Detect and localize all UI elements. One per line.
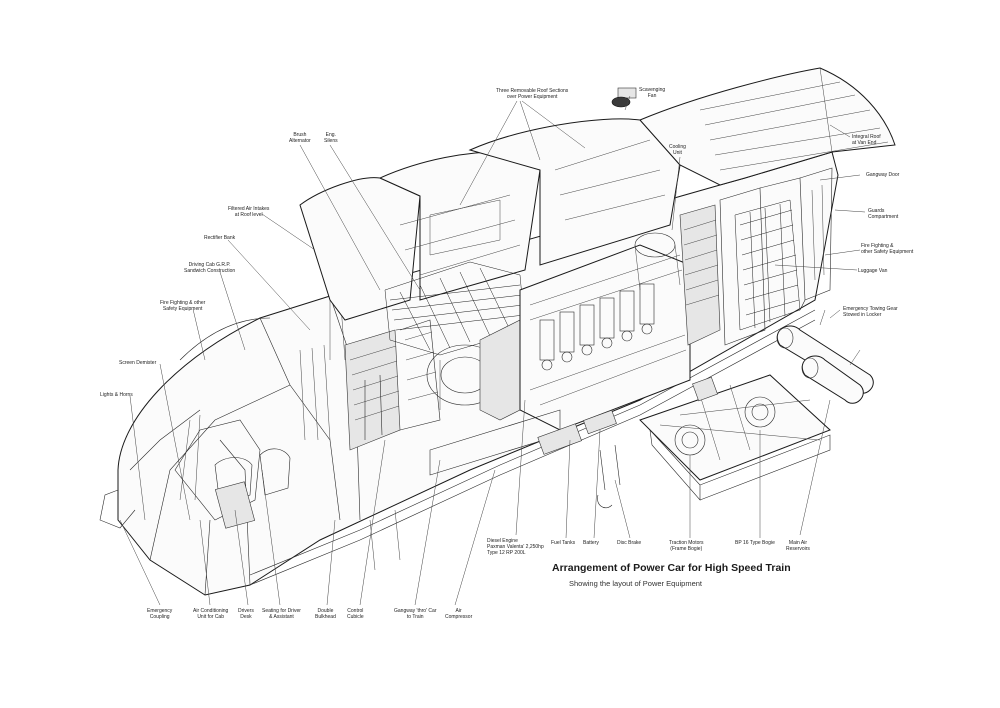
diagram-subtitle: Showing the layout of Power Equipment bbox=[569, 579, 702, 588]
label-eng-silencers: Eng. Silens bbox=[324, 132, 338, 144]
diesel-engine bbox=[519, 232, 691, 431]
label-bp16-bogie: BP 16 Type Bogie bbox=[735, 540, 775, 546]
control-cubicle bbox=[344, 319, 441, 451]
label-seating: Seating for Driver & Assistant bbox=[262, 608, 301, 620]
label-lights-horns: Lights & Horns bbox=[100, 392, 133, 398]
label-cooling-unit: Cooling Unit bbox=[669, 144, 686, 156]
label-air-compressor: Air Compressor bbox=[445, 608, 473, 620]
label-fire-fighting-right: Fire Fighting & other Safety Equipment bbox=[861, 243, 914, 255]
underframe-equipment bbox=[369, 409, 621, 571]
label-drivers-desk: Drivers Desk bbox=[238, 608, 254, 620]
luggage-van bbox=[719, 167, 833, 346]
label-gangway-door: Gangway Door bbox=[866, 172, 900, 178]
bp16-bogie bbox=[639, 374, 831, 501]
label-integral-roof: Integral Roof at Van End bbox=[852, 134, 881, 146]
label-luggage-van: Luggage Van bbox=[858, 268, 888, 274]
label-fire-fighting-left: Fire Fighting & other Safety Equipment bbox=[160, 300, 206, 312]
label-control-cubicle: Control Cubicle bbox=[347, 608, 364, 620]
main-air-reservoirs bbox=[776, 309, 874, 404]
label-double-bulkhead: Double Bulkhead bbox=[315, 608, 336, 620]
label-battery: Battery bbox=[583, 540, 599, 546]
integral-roof-van-end bbox=[611, 67, 896, 186]
label-filtered-air: Filtered Air Intakes at Roof level bbox=[228, 206, 270, 218]
label-towing-gear: Emergency Towing Gear Stowed in Locker bbox=[843, 306, 898, 318]
label-gangway-car: Gangway 'thro' Car to Train bbox=[394, 608, 437, 620]
label-emergency-coupling: Emergency Coupling bbox=[147, 608, 173, 620]
label-screen-demister: Screen Demister bbox=[119, 360, 157, 366]
label-disc-brake: Disc Brake bbox=[617, 540, 642, 546]
driving-cab-interior bbox=[99, 317, 331, 529]
label-guards-compartment: Guards Compartment bbox=[868, 208, 899, 220]
label-driving-cab: Driving Cab G.R.P. Sandwich Construction bbox=[184, 262, 236, 274]
label-main-air: Main Air Reservoirs bbox=[786, 540, 810, 552]
roof-sections bbox=[299, 118, 681, 321]
label-fuel-tanks: Fuel Tanks bbox=[551, 540, 576, 546]
leader-lines bbox=[119, 95, 866, 606]
diagram-title: Arrangement of Power Car for High Speed … bbox=[552, 562, 791, 574]
label-brush-alternator: Brush Alternator bbox=[289, 132, 311, 144]
label-traction-motors: Traction Motors (Frame Bogie) bbox=[669, 540, 704, 552]
label-roof-sections: Three Removable Roof Sections over Power… bbox=[496, 88, 569, 100]
cooling-unit bbox=[679, 204, 721, 346]
label-rectifier-bank: Rectifier Bank bbox=[204, 235, 236, 241]
label-scavenging-fan: Scavenging Fan bbox=[639, 87, 666, 99]
label-diesel-engine: Diesel Engine Paxman Valenta' 2,250hp Ty… bbox=[487, 538, 544, 556]
label-air-conditioning: Air Conditioning Unit for Cab bbox=[193, 608, 229, 620]
